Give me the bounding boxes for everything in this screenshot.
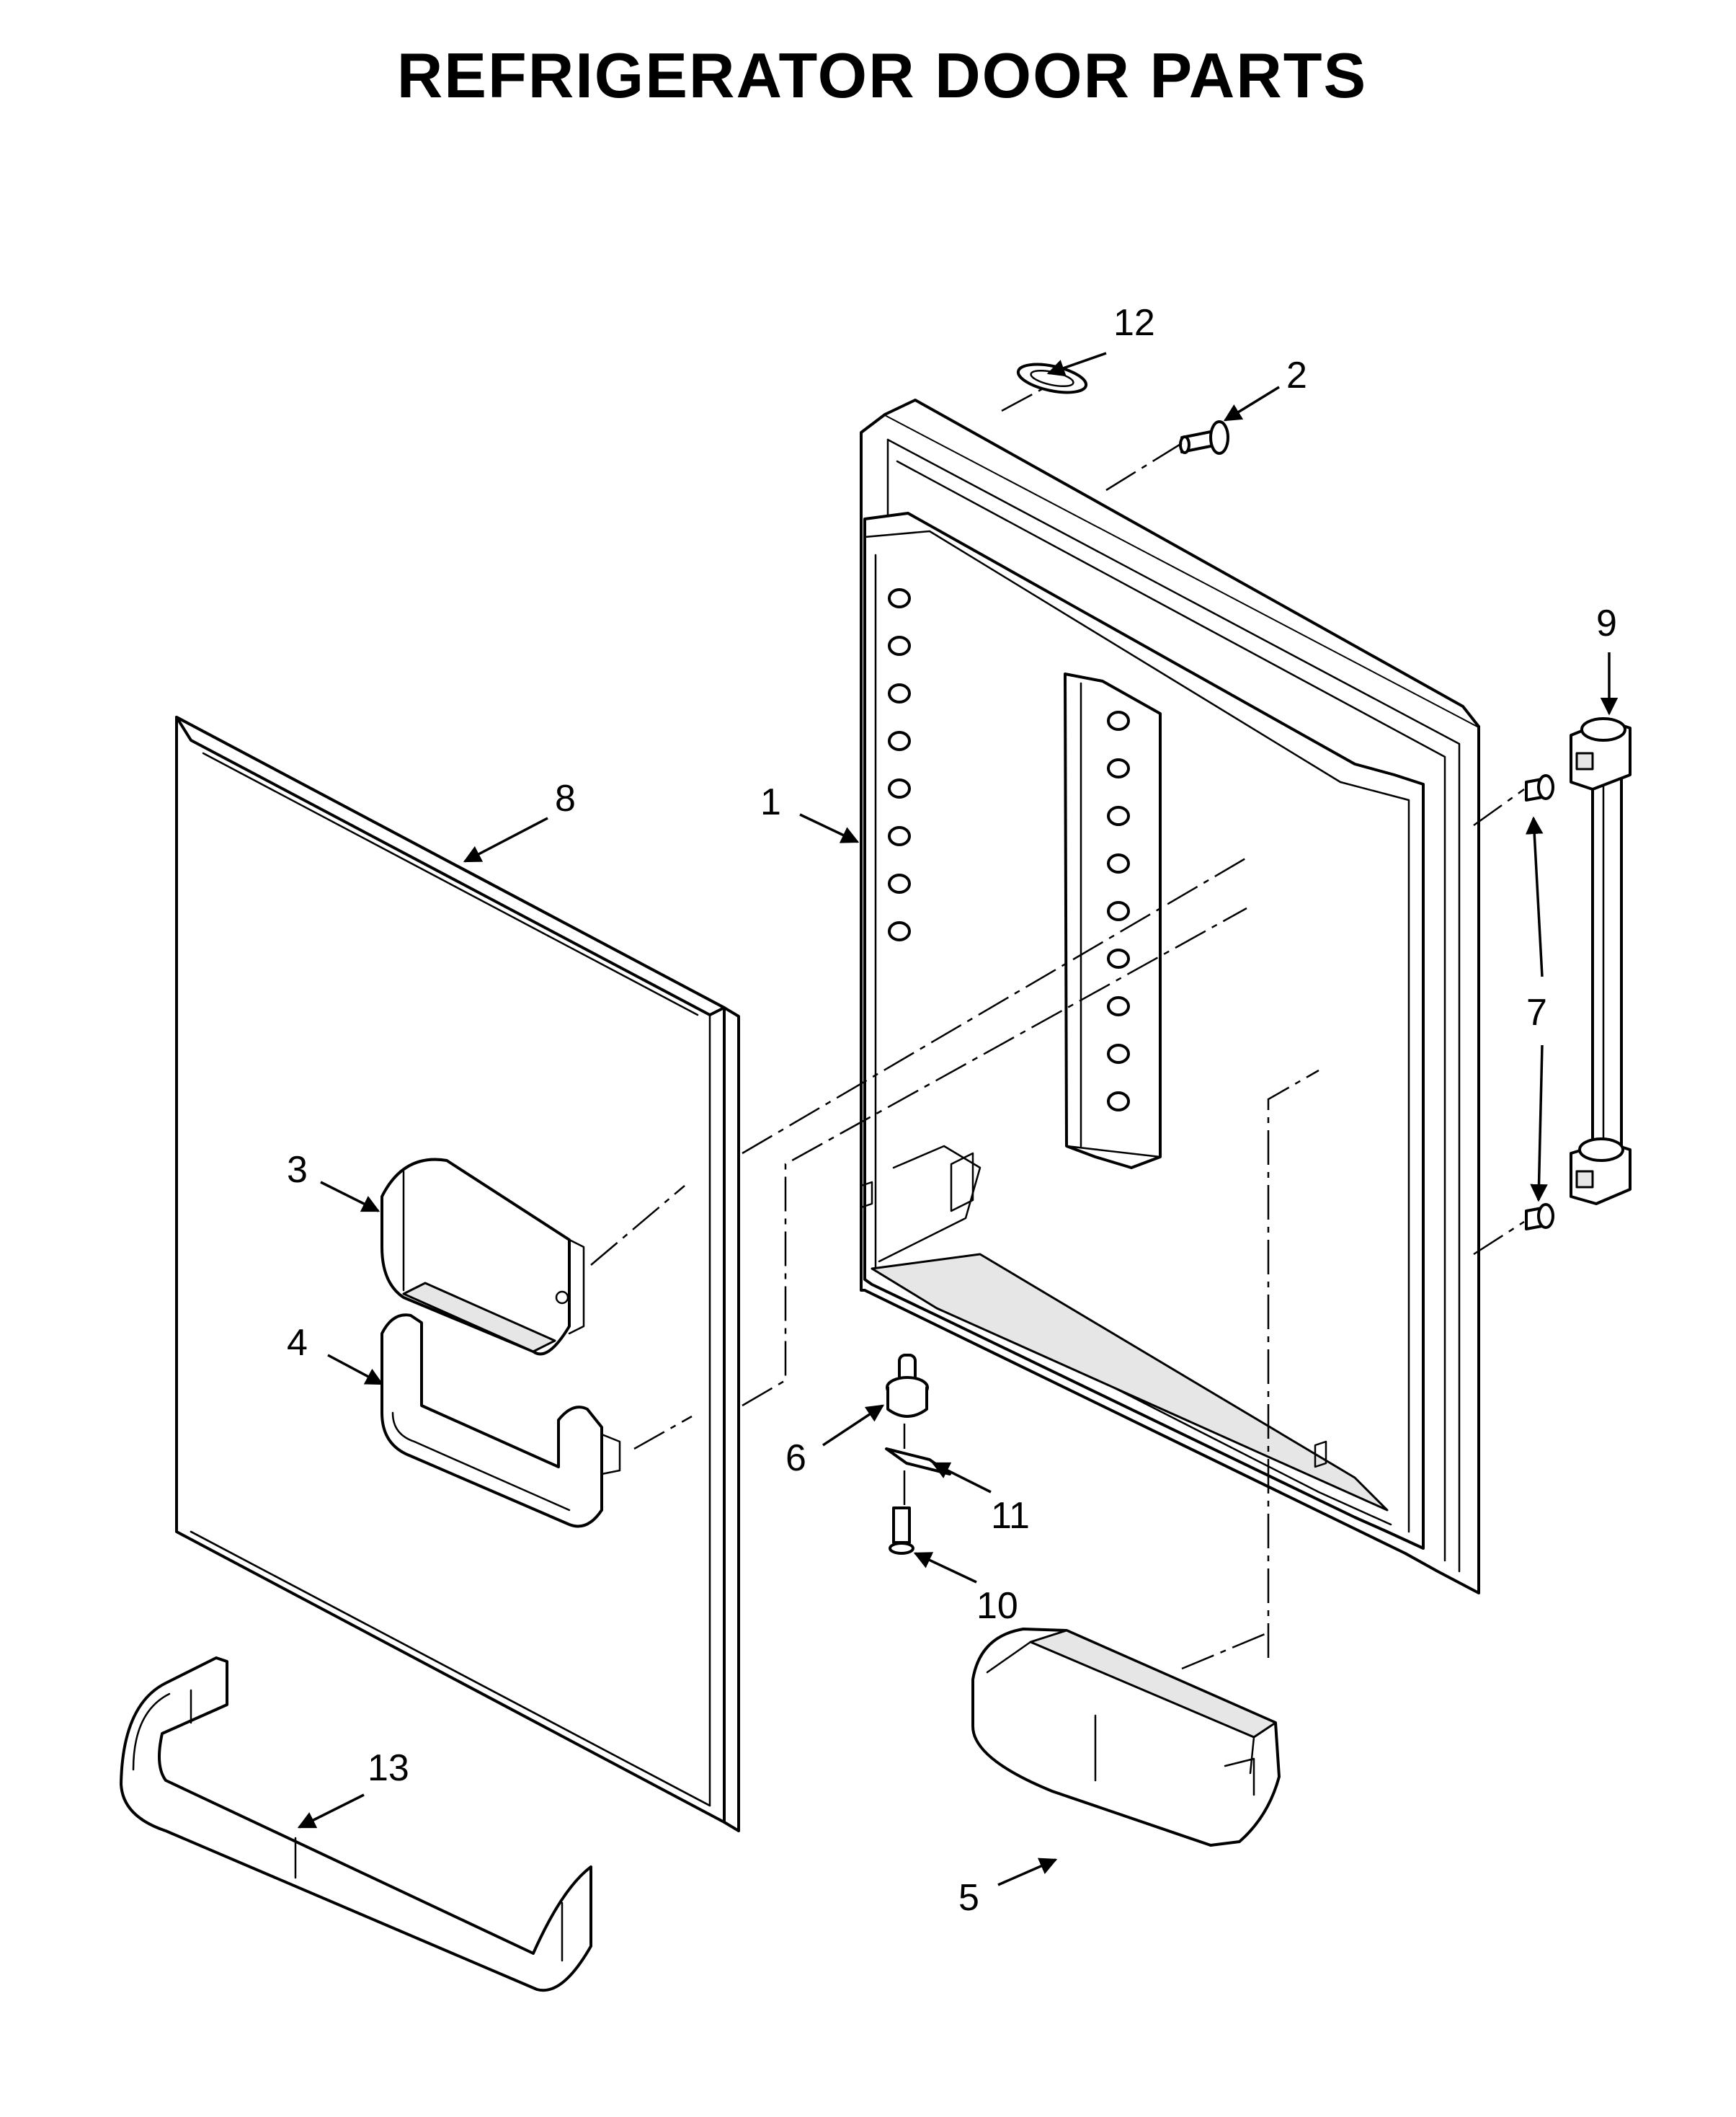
- callout-2: 2: [1286, 355, 1307, 396]
- shelf-bump: [1107, 806, 1130, 826]
- callout-1: 1: [760, 781, 781, 823]
- part-10-screw: [889, 1506, 914, 1555]
- part-7-handle-studs: [1525, 774, 1554, 1230]
- callout-5: 5: [958, 1877, 979, 1919]
- assembly-lines: [590, 384, 1525, 1670]
- callout-8: 8: [555, 778, 576, 820]
- shelf-bump: [888, 874, 911, 894]
- callout-3: 3: [287, 1149, 308, 1191]
- part-6-hinge-pin: [886, 1354, 929, 1418]
- callout-7: 7: [1526, 992, 1547, 1034]
- callouts: 12 2 9 7 1 8 3 4 6 11 10 13 5: [287, 302, 1619, 1919]
- shelf-bump: [1107, 1044, 1130, 1064]
- shelf-bump: [1107, 901, 1130, 921]
- callout-12: 12: [1113, 302, 1155, 344]
- callout-4: 4: [287, 1322, 308, 1364]
- callout-13: 13: [368, 1747, 409, 1789]
- callout-11: 11: [991, 1495, 1030, 1537]
- liner-shelf-bumps: [888, 588, 1130, 1111]
- part-13-door-bin: [120, 1656, 592, 1992]
- part-1-door-liner: [860, 399, 1480, 1594]
- shelf-bump: [888, 731, 911, 751]
- shelf-bump: [888, 921, 911, 941]
- shelf-bump: [1107, 758, 1130, 778]
- part-4-dairy-bin: [380, 1313, 621, 1528]
- shelf-bump: [1107, 711, 1130, 731]
- shelf-bump: [1107, 996, 1130, 1016]
- part-12-hinge-cover: [1016, 363, 1088, 394]
- shelf-bump: [1107, 1091, 1130, 1111]
- part-2-screw: [1179, 420, 1229, 455]
- shelf-bump: [888, 778, 911, 799]
- shelf-bump: [888, 826, 911, 846]
- part-9-door-handle: [1570, 717, 1632, 1205]
- part-3-dairy-door: [380, 1158, 585, 1356]
- part-11-hinge-plate: [885, 1447, 951, 1475]
- shelf-bump: [888, 683, 911, 704]
- callout-9: 9: [1596, 603, 1617, 644]
- callout-6: 6: [785, 1437, 806, 1479]
- shelf-bump: [888, 588, 911, 608]
- diagram-title: REFRIGERATOR DOOR PARTS: [397, 40, 1368, 111]
- callout-10: 10: [976, 1585, 1018, 1627]
- shelf-bump: [1107, 853, 1130, 874]
- part-5-door-bin: [971, 1628, 1281, 1847]
- shelf-bump: [1107, 949, 1130, 969]
- shelf-bump: [888, 636, 911, 656]
